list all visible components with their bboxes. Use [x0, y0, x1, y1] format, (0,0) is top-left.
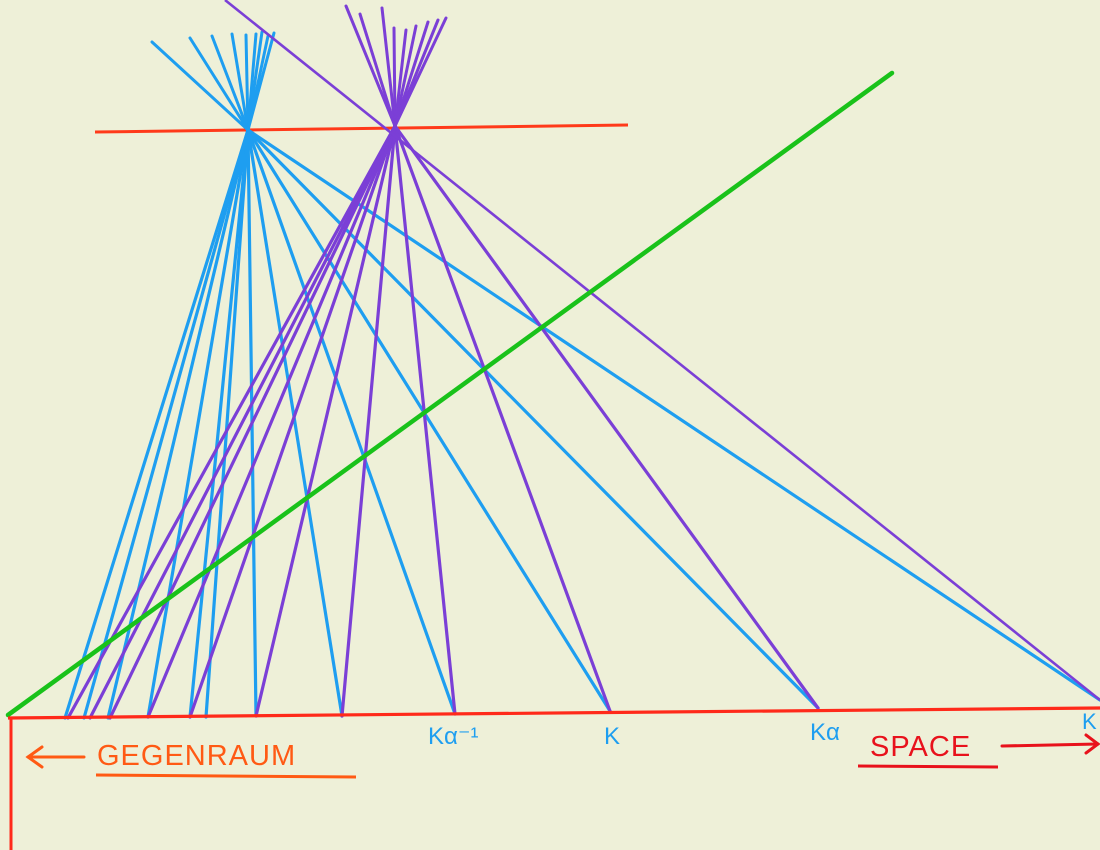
k-edge-label: K — [1082, 709, 1097, 734]
blue-ray — [246, 128, 612, 713]
blue-ray — [204, 128, 250, 719]
gegenraum-arrow — [25, 745, 86, 769]
space-arrow — [1000, 733, 1100, 755]
blue-top-ray — [188, 36, 250, 132]
gegenraum-label: GEGENRAUM — [97, 740, 296, 772]
purple-ray-fan — [66, 124, 820, 720]
blue-top-ray — [230, 32, 250, 132]
k-alpha-inverse-label: Kα⁻¹ — [428, 723, 479, 750]
blue-ray — [63, 128, 250, 720]
blue-ray — [246, 128, 344, 718]
purple-top-ray — [392, 26, 397, 128]
purple-ray — [393, 124, 457, 716]
blue-ray — [106, 128, 250, 720]
blue-ray-fan — [63, 128, 1100, 720]
purple-top-spray — [344, 4, 448, 128]
blue-top-ray — [246, 31, 276, 132]
gegenraum-underline — [95, 773, 357, 779]
purple-top-ray — [393, 16, 448, 128]
purple-ray — [188, 124, 397, 719]
blue-ray — [246, 128, 457, 716]
purple-ray — [108, 124, 397, 720]
purple-top-ray — [358, 12, 397, 128]
purple-ray — [146, 124, 397, 719]
blue-ray — [188, 128, 250, 719]
space-label: SPACE — [870, 731, 971, 763]
space-underline — [857, 764, 999, 769]
blue-top-ray — [150, 40, 250, 132]
purple-ray — [393, 124, 820, 710]
k-alpha-label: Kα — [810, 719, 840, 746]
blue-top-spray — [150, 30, 276, 132]
purple-ray — [66, 124, 397, 720]
purple-ray — [393, 124, 612, 713]
blue-ray — [82, 128, 250, 720]
green-line — [5, 70, 895, 718]
blue-ray — [146, 128, 250, 719]
blue-top-ray — [210, 34, 250, 132]
purple-ray — [254, 124, 397, 718]
k-label: K — [604, 723, 620, 750]
space-baseline — [7, 706, 1100, 720]
blue-ray — [246, 128, 1100, 702]
horizon-line — [94, 123, 629, 134]
purple-long-diagonal — [224, 0, 1100, 702]
purple-top-ray — [380, 6, 397, 128]
purple-top-ray — [344, 4, 397, 128]
blue-top-ray — [244, 33, 250, 132]
purple-ray — [340, 124, 397, 718]
purple-top-ray — [393, 24, 418, 128]
